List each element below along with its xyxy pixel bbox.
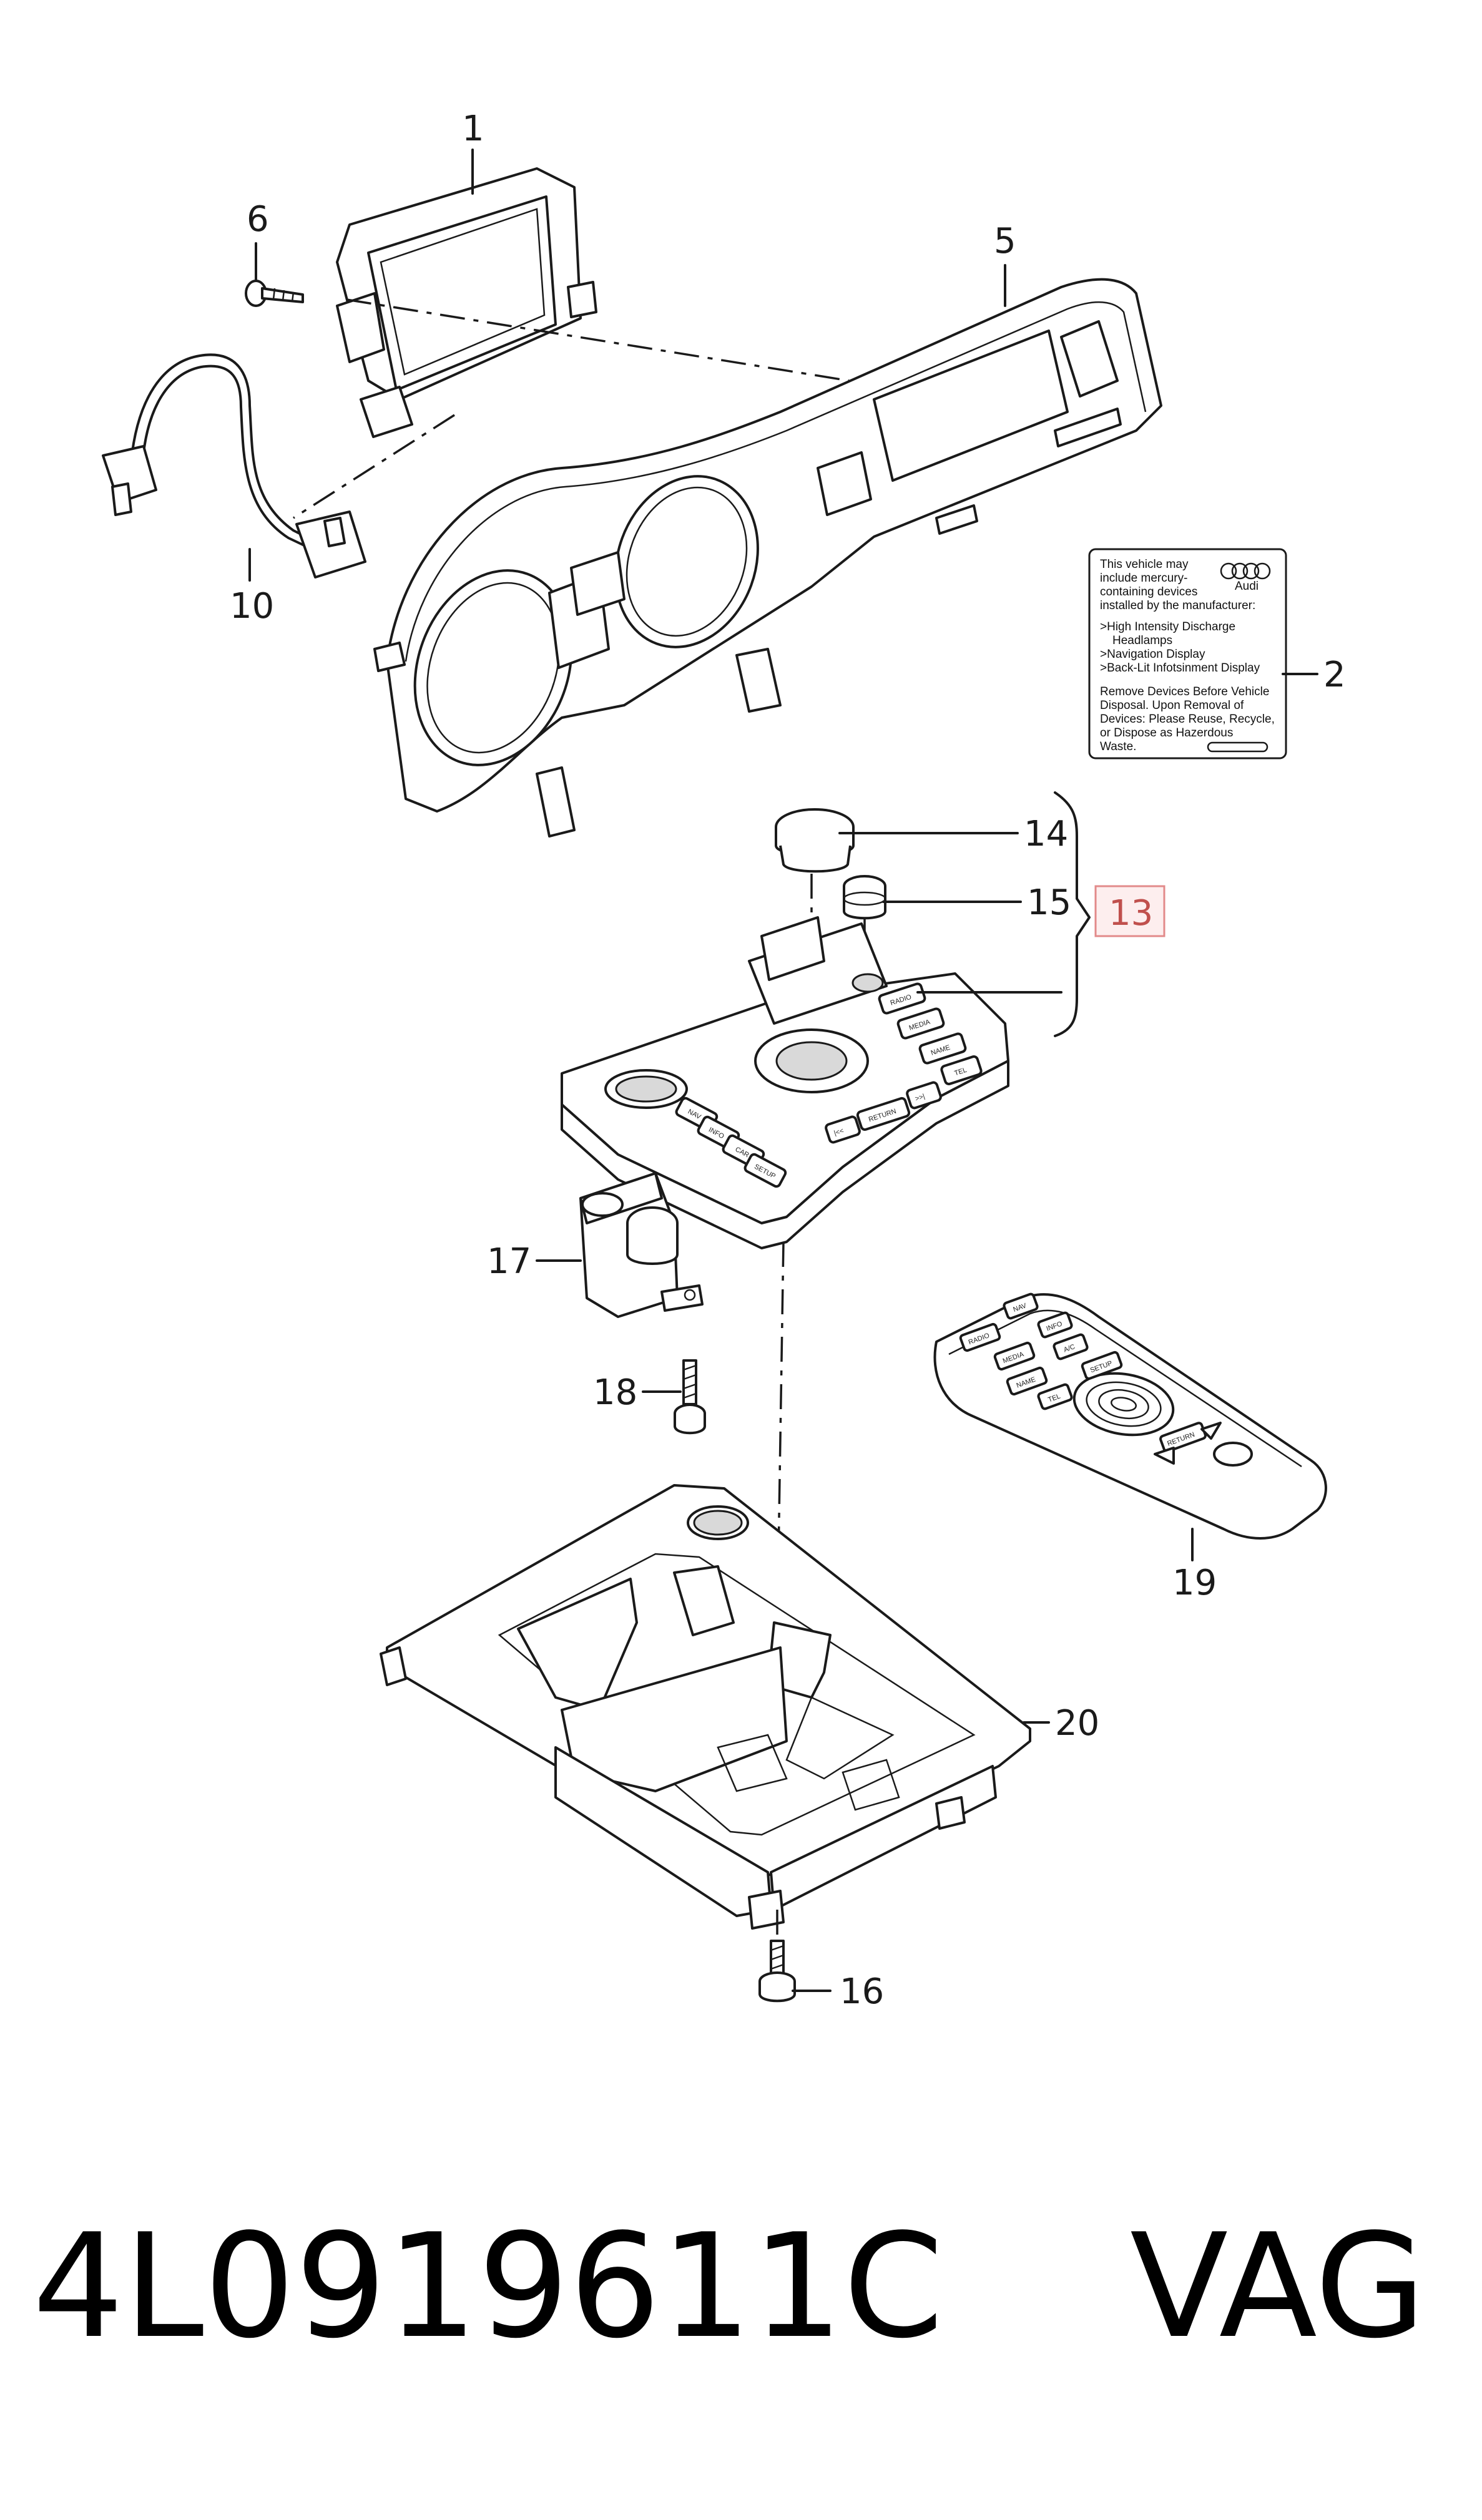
label-logo: Audi xyxy=(1235,580,1259,593)
part-20-console xyxy=(380,1484,1031,1930)
callout-19: 19 xyxy=(1172,1563,1217,1603)
remote-btn-tel: TEL xyxy=(1037,1383,1073,1410)
svg-text:TEL: TEL xyxy=(953,1067,968,1078)
btn-setup: SETUP xyxy=(743,1153,787,1188)
label-bullet3: >Back-Lit Infotsinment Display xyxy=(1100,662,1260,675)
label-bullet1: >High Intensity Discharge xyxy=(1100,620,1235,633)
svg-text:>>|: >>| xyxy=(914,1093,926,1103)
btn-media: MEDIA xyxy=(896,1007,945,1040)
btn-skip-fwd: >>| xyxy=(906,1081,942,1110)
callout-2: 2 xyxy=(1323,655,1346,695)
leader-1-5 xyxy=(346,298,850,382)
remote-btn-info: INFO xyxy=(1037,1311,1073,1339)
part-10-cable xyxy=(102,353,366,579)
leader-13-20 xyxy=(776,1241,785,1636)
callout-17: 17 xyxy=(487,1241,531,1282)
label-bullet1b: Headlamps xyxy=(1112,634,1172,647)
part-15-small-knob xyxy=(843,875,886,920)
part-13-mmi-control: RADIO MEDIA NAME TEL NAV INFO CAR SETUP xyxy=(561,916,1009,1249)
label-line4: installed by the manufacturer: xyxy=(1100,599,1255,612)
label-para4: or Dispose as Hazerdous xyxy=(1100,726,1233,740)
part-6-screw xyxy=(245,280,304,307)
remote-btn-media: MEDIA xyxy=(993,1341,1036,1371)
label-line2: include mercury- xyxy=(1100,572,1187,585)
callout-15: 15 xyxy=(1027,882,1071,923)
part-5-dash-trim xyxy=(373,278,1162,838)
callout-13-box: 13 xyxy=(1094,885,1165,937)
callout-14: 14 xyxy=(1024,814,1068,854)
btn-skip-back: |<< xyxy=(825,1115,861,1144)
label-para2: Disposal. Upon Removal of xyxy=(1100,699,1244,712)
label-para1: Remove Devices Before Vehicle xyxy=(1100,685,1269,698)
part-14-knob xyxy=(775,808,855,873)
callout-16: 16 xyxy=(840,1971,884,2012)
label-bullet2: >Navigation Display xyxy=(1100,648,1205,661)
btn-radio: RADIO xyxy=(878,982,926,1015)
remote-btn-setup: SETUP xyxy=(1081,1350,1123,1380)
part-1-display xyxy=(336,167,597,438)
callout-13: 13 xyxy=(1109,893,1153,934)
part-17-switch xyxy=(579,1172,704,1318)
callout-20: 20 xyxy=(1055,1703,1099,1744)
part-16-screw xyxy=(758,1940,796,2003)
callout-10: 10 xyxy=(230,586,274,627)
remote-btn-ac: A/C xyxy=(1053,1333,1089,1360)
svg-text:A/C: A/C xyxy=(1062,1343,1076,1354)
part-19-remote: NAV INFO RADIO A/C MEDIA SETUP NAME TEL xyxy=(933,1292,1327,1540)
btn-return: RETURN xyxy=(856,1096,911,1131)
label-para3: Devices: Please Reuse, Recycle, xyxy=(1100,713,1275,726)
svg-text:|<<: |<< xyxy=(833,1127,845,1137)
callout-5: 5 xyxy=(994,221,1016,261)
part-2-label: This vehicle may include mercury- contai… xyxy=(1088,548,1287,759)
brand-name: VAG xyxy=(1130,2204,1426,2370)
remote-btn-name: NAME xyxy=(1006,1366,1048,1396)
callout-18: 18 xyxy=(593,1372,637,1413)
label-para5: Waste. xyxy=(1100,740,1136,753)
btn-tel: TEL xyxy=(940,1055,983,1085)
callout-1: 1 xyxy=(462,109,484,149)
label-line3: containing devices xyxy=(1100,585,1197,598)
btn-name: NAME xyxy=(918,1032,967,1065)
callout-6: 6 xyxy=(247,199,269,240)
label-line1: This vehicle may xyxy=(1100,558,1189,571)
audi-rings-logo xyxy=(1220,562,1271,580)
leader-1-10 xyxy=(293,414,455,519)
bracket-13 xyxy=(1054,791,1091,1037)
remote-btn-nav: NAV xyxy=(1003,1292,1039,1320)
part-18-screw xyxy=(674,1359,706,1435)
part-number: 4L0919611C xyxy=(32,2204,944,2370)
remote-btn-radio: RADIO xyxy=(959,1322,1001,1352)
